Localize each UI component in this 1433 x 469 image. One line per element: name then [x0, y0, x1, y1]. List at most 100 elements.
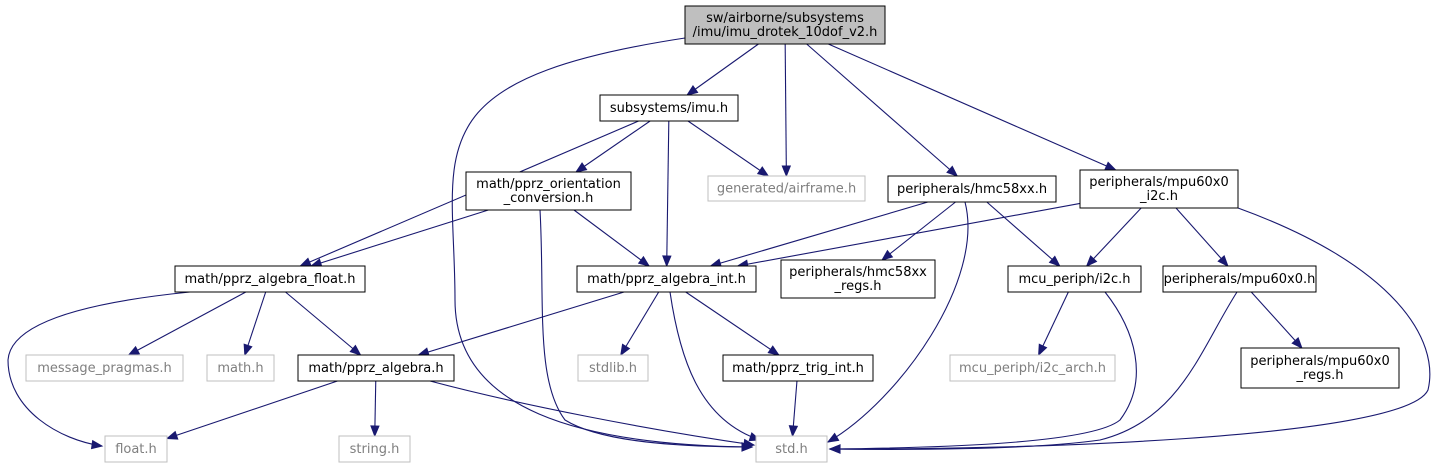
node-root[interactable]: sw/airborne/subsystems/imu/imu_drotek_10… [684, 5, 886, 45]
node-hmc-label: peripherals/hmc58xx.h [897, 182, 1047, 197]
edge-alg-to-string [370, 380, 380, 438]
node-mpuregs-label: peripherals/mpu60x0 [1250, 354, 1389, 369]
node-msgp-label: message_pragmas.h [37, 361, 172, 376]
edge-imu-to-aint-line [666, 120, 670, 267]
edge-aint-to-std-line [669, 291, 761, 441]
node-string-box [338, 435, 411, 463]
edge-alg-to-float-arrowhead [165, 430, 179, 440]
edge-imu-to-orient-arrowhead [574, 162, 588, 173]
edge-imu-to-orient [574, 120, 651, 173]
edge-afloat-to-float-arrowhead [90, 439, 104, 450]
edge-hmc-to-aint [709, 201, 929, 268]
node-mpui2c-label: peripherals/mpu60x0 [1089, 175, 1228, 190]
node-float-box [104, 435, 168, 463]
edge-root-to-mpui2c-line [828, 43, 1116, 171]
node-aint-label: math/pprz_algebra_int.h [587, 272, 746, 287]
edge-mpui2c-to-i2c [1085, 207, 1142, 267]
node-orient-label: math/pprz_orientation [476, 177, 621, 192]
edge-alg-to-std-arrowhead [742, 438, 756, 449]
node-msgp[interactable]: message_pragmas.h [25, 354, 184, 382]
node-hmcregs-label: peripherals/hmc58xx [789, 265, 927, 280]
edge-aint-to-alg-line [418, 291, 625, 356]
edge-mpui2c-to-i2c-line [1086, 207, 1142, 267]
node-i2carch[interactable]: mcu_periph/i2c_arch.h [949, 354, 1116, 382]
node-mpui2c[interactable]: peripherals/mpu60x0_i2c.h [1079, 169, 1239, 209]
edge-imu-to-airframe-arrowhead [756, 166, 770, 177]
node-aint[interactable]: math/pprz_algebra_int.h [576, 265, 757, 293]
edge-mpu-to-std [828, 291, 1238, 454]
edge-mpui2c-to-aint-line [737, 202, 1081, 267]
node-alg-label: math/pprz_algebra.h [308, 361, 443, 376]
edge-mpu-to-mpuregs-arrowhead [1291, 337, 1303, 349]
node-float[interactable]: float.h [104, 435, 168, 463]
node-mpuregs-label: _regs.h [1296, 368, 1344, 383]
edge-orient-to-afloat-line [310, 209, 489, 267]
edge-root-to-airframe-arrowhead [781, 165, 792, 178]
node-stdlib[interactable]: stdlib.h [577, 354, 649, 382]
edge-aint-to-stdlib-line [620, 291, 660, 356]
edge-trig-to-std [788, 380, 799, 438]
node-hmc[interactable]: peripherals/hmc58xx.h [887, 175, 1057, 203]
node-trig[interactable]: math/pprz_trig_int.h [722, 354, 874, 382]
node-string[interactable]: string.h [338, 435, 411, 463]
node-std[interactable]: std.h [755, 435, 828, 463]
edge-afloat-to-float-line [7, 291, 191, 447]
edge-alg-to-std-line [429, 380, 755, 446]
node-mpui2c-label: _i2c.h [1139, 189, 1178, 204]
node-aint-box [576, 265, 757, 293]
edge-hmc-to-std-line [827, 201, 969, 443]
edge-root-to-hmc-arrowhead [946, 165, 959, 177]
node-afloat[interactable]: math/pprz_algebra_float.h [174, 265, 366, 293]
node-hmcregs[interactable]: peripherals/hmc58xx_regs.h [780, 259, 936, 299]
edge-alg-to-float-line [166, 380, 338, 440]
edge-orient-to-aint [573, 209, 651, 267]
edge-imu-to-airframe-line [687, 120, 769, 177]
node-mpuregs[interactable]: peripherals/mpu60x0_regs.h [1240, 347, 1400, 389]
edge-mpui2c-to-std-line [829, 207, 1431, 450]
edge-imu-to-afloat-arrowhead [299, 257, 312, 267]
edge-orient-to-aint-arrowhead [637, 255, 651, 267]
edge-root-to-imu-line [686, 43, 759, 96]
edge-mpui2c-to-mpu [1175, 207, 1229, 268]
node-hmc-box [887, 175, 1057, 203]
edge-hmc-to-std [826, 201, 969, 443]
node-imu-box [599, 94, 739, 122]
node-mpu-label: peripherals/mpu60x0.h [1164, 272, 1316, 287]
edge-alg-to-string-arrowhead [370, 425, 380, 438]
node-root-label: /imu/imu_drotek_10dof_v2.h [693, 25, 878, 40]
node-alg[interactable]: math/pprz_algebra.h [297, 354, 455, 382]
edge-i2c-to-i2carch [1038, 291, 1069, 357]
edge-i2c-to-i2carch-line [1038, 291, 1069, 356]
node-mpu[interactable]: peripherals/mpu60x0.h [1162, 265, 1317, 293]
edge-aint-to-stdlib [620, 291, 660, 357]
node-airframe-box [707, 175, 866, 202]
edge-imu-to-orient-line [575, 120, 651, 173]
edge-imu-to-airframe [687, 120, 770, 177]
node-trig-box [722, 354, 874, 382]
edge-root-to-mpui2c-arrowhead [1104, 161, 1117, 171]
edge-aint-to-stdlib-arrowhead [620, 343, 631, 357]
edge-afloat-to-alg-arrowhead [349, 344, 362, 356]
edge-afloat-to-msgp-arrowhead [127, 345, 141, 356]
node-stdlib-label: stdlib.h [589, 361, 637, 376]
edge-aint-to-alg [417, 291, 625, 357]
edge-orient-to-aint-line [573, 209, 650, 267]
node-hmcregs-box [780, 259, 936, 299]
edge-mpui2c-to-std [828, 207, 1431, 454]
node-alg-box [297, 354, 455, 382]
node-mpuregs-box [1240, 347, 1400, 389]
node-i2c[interactable]: mcu_periph/i2c.h [1007, 265, 1142, 293]
node-orient[interactable]: math/pprz_orientation_conversion.h [465, 171, 632, 211]
edge-trig-to-std-arrowhead [788, 425, 799, 438]
edge-afloat-to-alg-line [285, 291, 361, 356]
node-orient-box [465, 171, 632, 211]
edge-root-to-hmc-line [806, 43, 958, 177]
node-airframe[interactable]: generated/airframe.h [707, 175, 866, 202]
node-imu[interactable]: subsystems/imu.h [599, 94, 739, 122]
node-mathh[interactable]: math.h [206, 354, 275, 382]
edge-alg-to-float [165, 380, 338, 440]
edge-orient-to-std-line [539, 209, 753, 448]
node-layer: sw/airborne/subsystems/imu/imu_drotek_10… [25, 5, 1400, 463]
edge-i2c-to-std-line [829, 291, 1137, 450]
edge-aint-to-trig [685, 291, 780, 356]
